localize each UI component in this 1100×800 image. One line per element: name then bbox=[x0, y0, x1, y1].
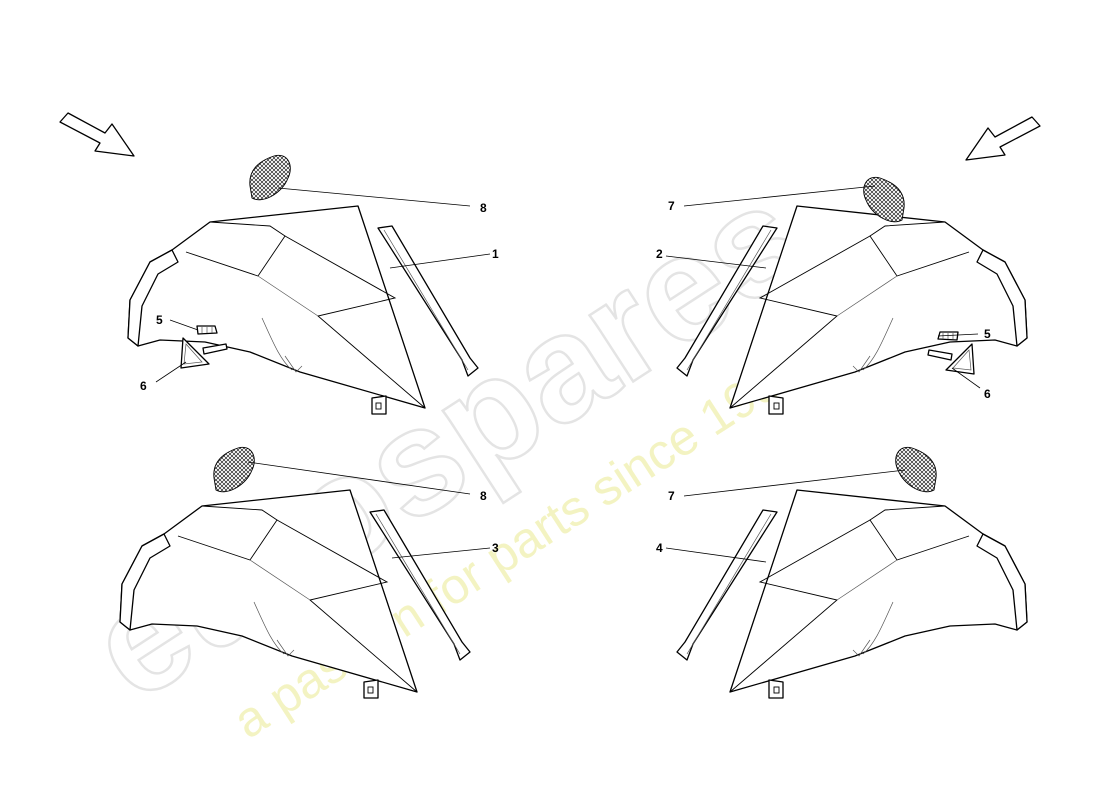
callout-d2: 4 bbox=[656, 541, 663, 555]
callout-a2: 1 bbox=[492, 247, 499, 261]
callout-b2: 2 bbox=[656, 247, 663, 261]
view-arrow-right-icon bbox=[965, 116, 1041, 161]
callout-c2: 3 bbox=[492, 541, 499, 555]
callout-a4: 6 bbox=[140, 379, 147, 393]
watermark: eurospares a passion for parts since 198… bbox=[60, 149, 832, 749]
grille-insert-7 bbox=[895, 446, 937, 493]
callouts: 8 1 5 6 7 2 5 6 8 3 7 4 bbox=[140, 199, 991, 555]
leader-lines bbox=[155, 185, 981, 563]
callout-b3: 5 bbox=[984, 327, 991, 341]
callout-d1: 7 bbox=[668, 489, 675, 503]
callout-a1: 8 bbox=[480, 201, 487, 215]
callout-c1: 8 bbox=[480, 489, 487, 503]
callout-a3: 5 bbox=[156, 313, 163, 327]
fender-panel-4 bbox=[676, 489, 1028, 699]
callout-b1: 7 bbox=[668, 199, 675, 213]
callout-b4: 6 bbox=[984, 387, 991, 401]
view-arrow-left-icon bbox=[59, 112, 135, 157]
grille-insert-8 bbox=[249, 154, 291, 201]
fender-assembly-lower-right bbox=[676, 446, 1028, 699]
